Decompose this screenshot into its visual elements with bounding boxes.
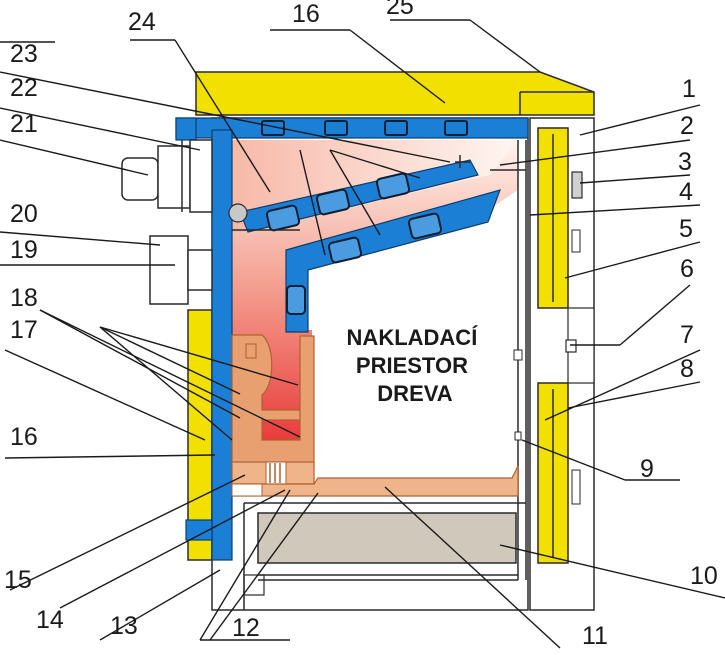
heat-exchanger-lower [285, 189, 501, 333]
loading-chamber-label: NAKLADACÍ PRIESTOR DREVA [347, 325, 484, 406]
air-regulator-box [149, 235, 189, 305]
callout-3: 3 [678, 148, 692, 176]
front-flue-box [189, 139, 213, 213]
flue-outlet-fitting [121, 157, 159, 201]
center-label-line-3: DREVA [377, 381, 452, 406]
callout-18: 18 [10, 284, 38, 312]
callout-23: 23 [10, 40, 38, 68]
callout-2: 2 [680, 112, 694, 140]
refractory-lining [231, 334, 315, 469]
callout-21: 21 [10, 110, 38, 138]
ash-pan [257, 512, 517, 564]
callout-24: 24 [128, 8, 156, 36]
callout-12: 12 [232, 614, 260, 642]
callout-14: 14 [36, 606, 64, 634]
callout-1: 1 [682, 75, 696, 103]
callout-19: 19 [10, 236, 38, 264]
water-jacket-front-stub [185, 519, 213, 541]
callout-20: 20 [10, 200, 38, 228]
top-insulation-panel [195, 71, 595, 116]
exchanger-tubes [265, 172, 443, 315]
callout-8: 8 [680, 355, 694, 383]
callout-16-left: 16 [10, 423, 38, 451]
center-label-line-2: PRIESTOR [356, 353, 468, 378]
water-jacket-front-top [175, 117, 197, 141]
callout-9: 9 [640, 455, 654, 483]
callout-17: 17 [10, 316, 38, 344]
callout-6: 6 [680, 255, 694, 283]
chamber-floor [231, 465, 519, 497]
water-jacket-left [211, 129, 233, 561]
callout-22: 22 [10, 74, 38, 102]
callout-10: 10 [690, 562, 718, 590]
rear-outlet-fitting [571, 171, 583, 199]
center-label-line-1: NAKLADACÍ [347, 325, 479, 350]
callout-15: 15 [4, 566, 32, 594]
top-jacket-tubes [261, 120, 468, 136]
callout-11: 11 [582, 622, 608, 650]
callout-13: 13 [110, 612, 138, 640]
damper-valve [228, 203, 248, 223]
callout-25: 25 [386, 0, 414, 20]
leader-lines [0, 19, 725, 649]
callout-5: 5 [679, 215, 693, 243]
callout-numbers: 1 2 3 4 5 6 7 8 9 10 11 12 13 14 15 16 1… [4, 0, 718, 650]
callout-7: 7 [680, 321, 694, 349]
callout-16-top: 16 [292, 0, 320, 28]
callout-4: 4 [679, 178, 693, 206]
